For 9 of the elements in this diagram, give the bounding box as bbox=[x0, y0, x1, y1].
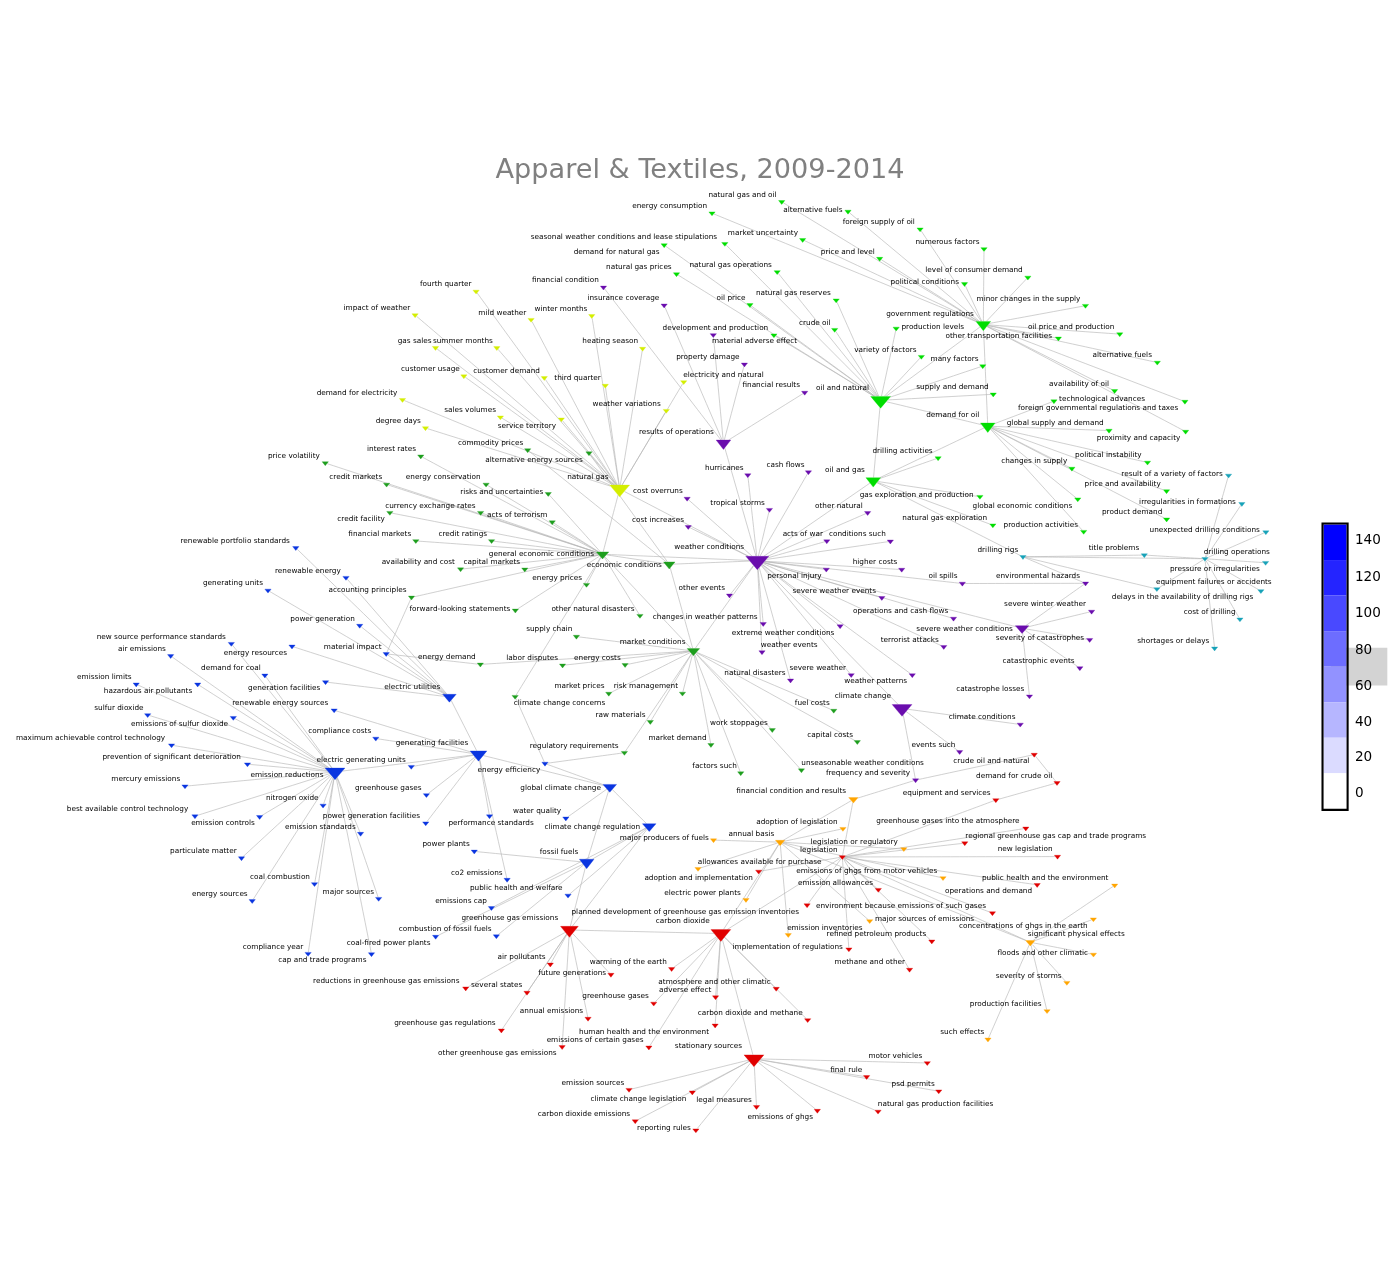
label: 140 bbox=[1354, 531, 1381, 548]
label: 20 bbox=[1354, 748, 1373, 765]
diagram-title: Apparel & Textiles, 2009-2014 bbox=[495, 153, 905, 185]
label: 60 bbox=[1354, 677, 1373, 694]
label: 80 bbox=[1354, 641, 1373, 658]
label: 100 bbox=[1354, 604, 1381, 621]
label: 40 bbox=[1354, 712, 1373, 729]
label: 120 bbox=[1354, 567, 1381, 584]
label: 0 bbox=[1354, 783, 1364, 800]
